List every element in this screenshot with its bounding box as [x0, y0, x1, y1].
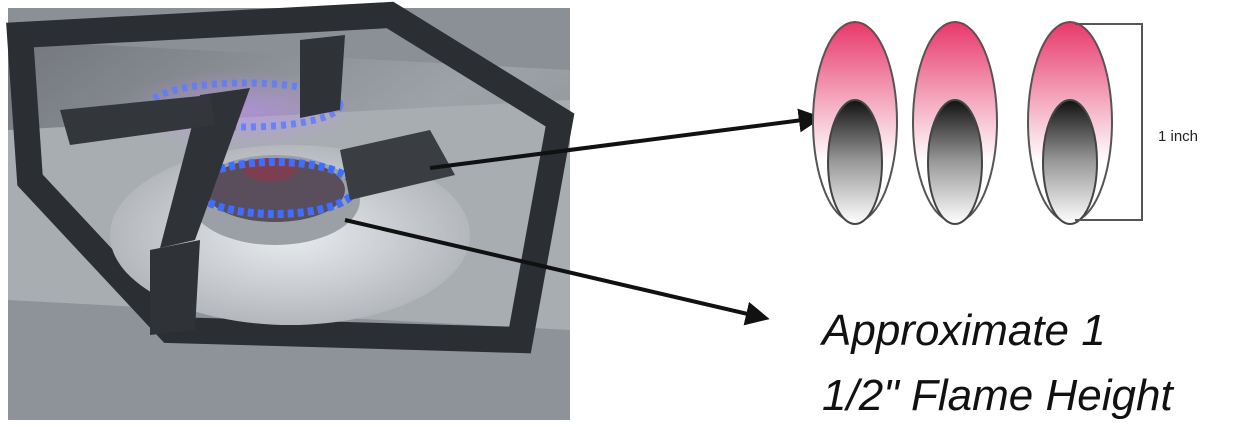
flame-icon: [913, 22, 997, 224]
flame-icon: [813, 22, 897, 224]
caption-line-1: Approximate 1: [819, 306, 1106, 355]
flame-icon: [1028, 22, 1112, 224]
flame-icons: [813, 22, 1112, 224]
caption-line-2: 1/2" Flame Height: [822, 371, 1174, 420]
gas-burner-photo: [8, 8, 570, 420]
scale-label: 1 inch: [1158, 128, 1198, 145]
